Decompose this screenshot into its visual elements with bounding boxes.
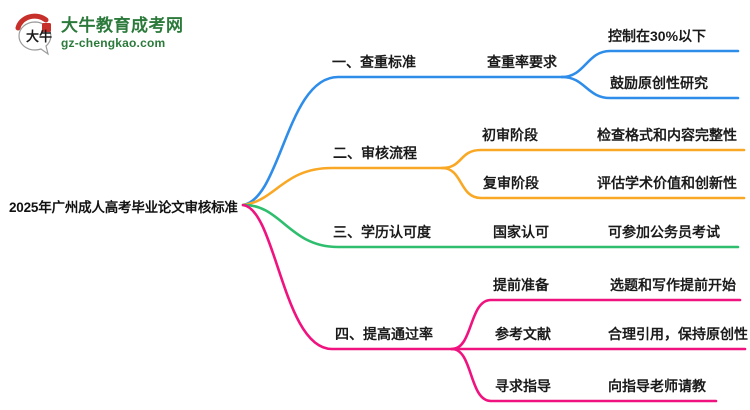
branch-2-leaf-1-connector	[440, 148, 746, 170]
branch-4-leaf-1-connector	[450, 298, 742, 351]
branch-4-child-3-label: 寻求指导	[495, 377, 551, 394]
branch-2-child-2-label: 复审阶段	[483, 174, 539, 191]
root-topic: 2025年广州成人高考毕业论文审核标准	[9, 200, 238, 215]
branch-1-connector	[241, 75, 564, 207]
branch-1-leaf-1-connector	[560, 49, 740, 79]
branch-4-leaf-2-label: 合理引用，保持原创性	[608, 325, 748, 342]
logo-title: 大牛教育成考网	[61, 16, 184, 35]
logo-icon-label: 大牛	[26, 29, 52, 44]
branch-1-leaf-1-label: 控制在30%以下	[608, 27, 707, 44]
branch-1-leaf-2-connector	[560, 75, 740, 100]
branch-2-leaf-2-connector	[440, 166, 746, 200]
branch-4-leaf-3-label: 向指导老师请教	[608, 377, 706, 394]
site-logo[interactable]: 大牛 大牛教育成考网 gz-chengkao.com	[13, 13, 184, 61]
logo-bubble-icon: 大牛	[13, 13, 57, 61]
branch-4-leaf-1-label: 选题和写作提前开始	[610, 276, 736, 293]
logo-domain: gz-chengkao.com	[61, 35, 166, 50]
branch-4-label: 四、提高通过率	[335, 325, 433, 342]
branch-1-leaf-2-label: 鼓励原创性研究	[610, 74, 708, 91]
logo-arc-icon	[15, 13, 49, 31]
branch-2-connector	[241, 166, 444, 207]
branch-4-leaf-3-connector	[450, 347, 718, 403]
logo-seal-icon	[42, 23, 51, 32]
branch-3-child-label: 国家认可	[493, 223, 549, 240]
branch-3-label: 三、学历认可度	[333, 223, 431, 240]
branch-1-label: 一、查重标准	[332, 53, 416, 70]
branch-2-leaf-1-label: 检查格式和内容完整性	[597, 126, 737, 143]
branch-2-child-1-label: 初审阶段	[482, 126, 538, 143]
branch-4-child-2-label: 参考文献	[495, 325, 551, 342]
branch-2-label: 二、审核流程	[333, 144, 417, 161]
branch-3-leaf-label: 可参加公务员考试	[608, 223, 720, 240]
branch-3-connector	[241, 203, 740, 249]
branch-4-child-1-label: 提前准备	[493, 276, 549, 293]
branch-2-leaf-2-label: 评估学术价值和创新性	[597, 174, 737, 191]
branch-1-child-label: 查重率要求	[487, 53, 557, 70]
branch-4-connector	[241, 203, 454, 351]
